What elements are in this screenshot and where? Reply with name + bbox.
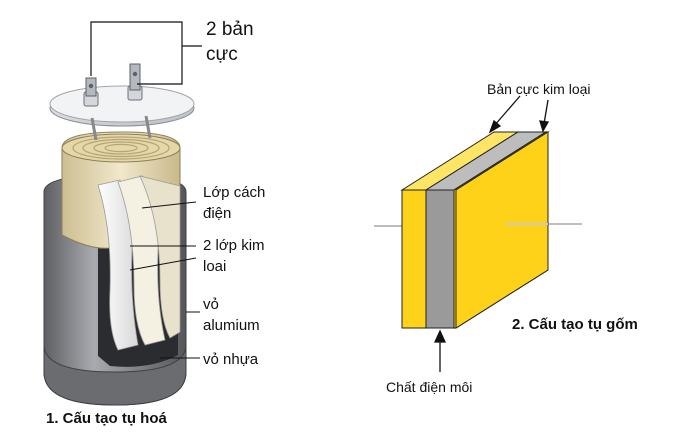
electrolytic-capacitor [43,21,202,406]
metal-plates-arrows [488,95,550,134]
label-shell-line1: vỏ [203,296,219,313]
plastic-sleeve [43,344,187,406]
label-dielectric: Chất điện môi [386,379,473,395]
insulation-callout [141,201,197,209]
label-metal-plates: Bản cực kim loại [487,81,591,97]
plates-callout [90,21,183,85]
terminal-left [83,77,99,107]
foil-callout-2 [129,257,197,271]
foil-strip-3 [139,175,181,339]
dielectric-arrow [433,329,447,372]
terminal-right [127,63,143,101]
label-shell-line2: alumium [203,317,260,334]
caption-electrolytic: 1. Cấu tạo tụ hoá [46,410,167,427]
metal-plate-right-slab [455,131,549,329]
label-foil-line1: 2 lớp kim [203,237,265,254]
ceramic-capacitor [374,95,582,372]
roll-top [61,133,181,163]
label-plates-line2: cực [206,44,238,65]
label-plastic: vỏ nhựa [203,351,259,368]
label-foil-line2: loai [203,258,227,275]
label-insulation-line1: Lớp cách [203,184,266,201]
label-plates-line1: 2 bản [206,19,254,40]
caption-ceramic: 2. Cấu tạo tụ gốm [512,316,638,333]
label-insulation-line2: điện [203,205,232,222]
